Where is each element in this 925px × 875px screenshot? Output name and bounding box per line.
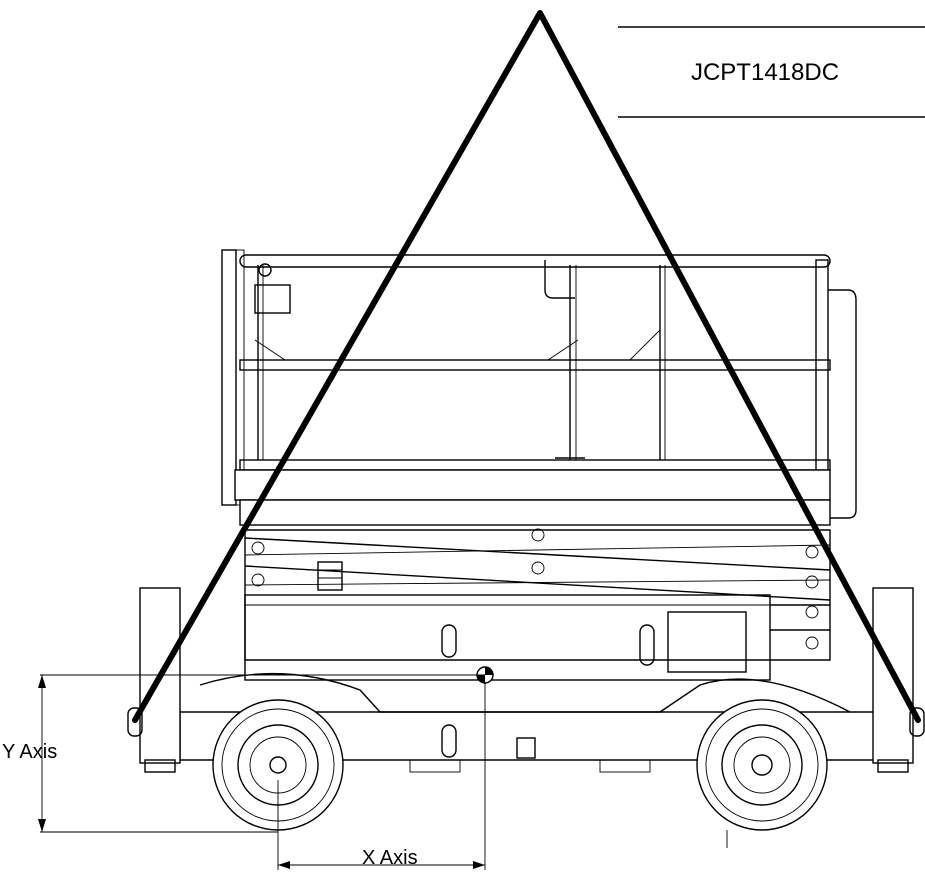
charge-port <box>516 737 536 759</box>
y-axis-label: Y Axis <box>2 741 57 763</box>
front-wheel <box>696 699 828 831</box>
front-gate <box>828 289 857 519</box>
toe-board <box>239 459 831 471</box>
rear-wheel <box>212 699 344 831</box>
skid-1 <box>409 759 461 773</box>
x-axis-label: X Axis <box>362 847 418 869</box>
pin <box>251 541 265 555</box>
front-rim <box>721 724 803 806</box>
scissor-arm-2 <box>244 544 831 556</box>
control-knob <box>258 263 272 277</box>
pin <box>531 528 545 542</box>
front-tire <box>696 699 828 831</box>
rear-lift-lug <box>127 707 143 737</box>
scissor-arm-4 <box>244 579 831 586</box>
cog-quadrant-1 <box>485 667 493 675</box>
front-hub <box>751 754 773 776</box>
scissor-arm-1 <box>244 537 831 571</box>
title-block: JCPT1418DC <box>618 26 925 118</box>
chassis <box>179 594 911 773</box>
pin <box>805 605 819 619</box>
scissor-pins <box>251 528 819 650</box>
pin <box>805 545 819 559</box>
mid-rail <box>239 359 831 371</box>
rear-post <box>221 249 237 506</box>
tray-upper <box>244 594 771 681</box>
cog-quadrant-2 <box>477 675 485 683</box>
y-arrow-top <box>38 675 46 688</box>
y-arrow-bottom <box>38 819 46 832</box>
wheel-arches <box>199 672 851 713</box>
pin <box>251 573 265 587</box>
front-lift-lug <box>909 707 925 737</box>
y-dimension: Y Axis <box>2 674 485 833</box>
pin <box>805 575 819 589</box>
platform-deck <box>234 457 831 526</box>
rear-hub <box>269 756 287 774</box>
control-box <box>254 284 291 314</box>
rail-brace-1 <box>254 339 286 361</box>
x-arrow-right <box>473 861 485 869</box>
front-foot <box>877 759 909 773</box>
rail-brace-2 <box>547 339 579 361</box>
deck-lower <box>239 499 831 526</box>
slot-3 <box>441 724 457 758</box>
pin <box>531 561 545 575</box>
x-arrow-left <box>278 861 290 869</box>
skid-2 <box>599 759 651 773</box>
front-tread <box>705 708 819 822</box>
slot-1 <box>441 624 457 658</box>
lifting-sling <box>132 10 921 723</box>
slot-2 <box>639 624 655 666</box>
side-panel <box>667 611 747 673</box>
front-hub-ring <box>733 736 791 794</box>
deck-upper <box>234 469 831 501</box>
pin <box>805 636 819 650</box>
ladder-step <box>317 561 343 591</box>
model-label: JCPT1418DC <box>691 59 839 86</box>
rail-handle <box>544 260 575 299</box>
top-rail <box>239 254 831 268</box>
rail-brace-3 <box>629 329 661 361</box>
platform-guardrail <box>221 249 857 519</box>
x-dimension: X Axis <box>277 683 486 870</box>
rear-foot <box>144 759 176 773</box>
front-post <box>815 259 829 501</box>
